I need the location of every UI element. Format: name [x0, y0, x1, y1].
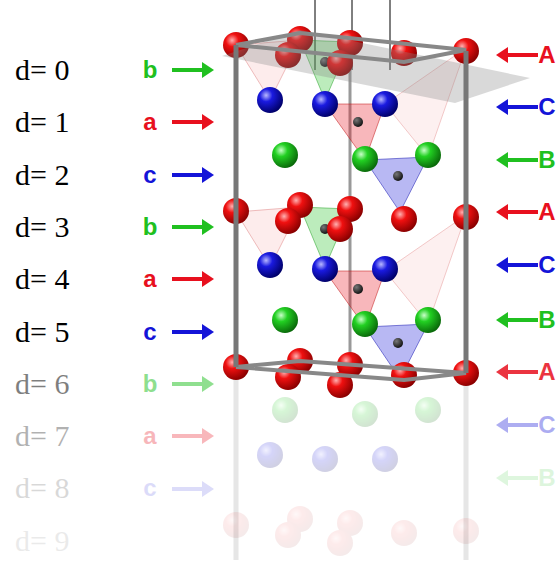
sublayer-letter: c	[143, 476, 156, 500]
stacking-letter: B	[538, 148, 555, 172]
layer-index: d= 2	[15, 160, 69, 190]
sublayer-letter: a	[143, 267, 156, 291]
sublayer-letter: b	[143, 58, 158, 82]
layer-index: d= 4	[15, 264, 69, 294]
sublayer-letter: a	[143, 424, 156, 448]
stacking-letter: A	[538, 43, 555, 67]
stacking-letter: B	[538, 308, 555, 332]
stacking-letter: B	[538, 466, 555, 490]
sublayer-letter: b	[143, 215, 158, 239]
stacking-letter: C	[538, 413, 555, 437]
sublayer-letter: c	[143, 320, 156, 344]
layer-index: d= 8	[15, 473, 69, 503]
stacking-letter: C	[538, 95, 555, 119]
stacking-letter: C	[538, 253, 555, 277]
layer-index: d= 1	[15, 107, 69, 137]
sublayer-letter: c	[143, 163, 156, 187]
stacking-letter: A	[538, 200, 555, 224]
sublayer-letter: b	[143, 372, 158, 396]
layer-index: d= 6	[15, 369, 69, 399]
stacking-letter: A	[538, 360, 555, 384]
layer-index: d= 7	[15, 421, 69, 451]
layer-index: d= 3	[15, 212, 69, 242]
sublayer-letter: a	[143, 110, 156, 134]
layer-index: d= 9	[15, 526, 69, 556]
layer-index: d= 0	[15, 55, 69, 85]
layer-index: d= 5	[15, 317, 69, 347]
